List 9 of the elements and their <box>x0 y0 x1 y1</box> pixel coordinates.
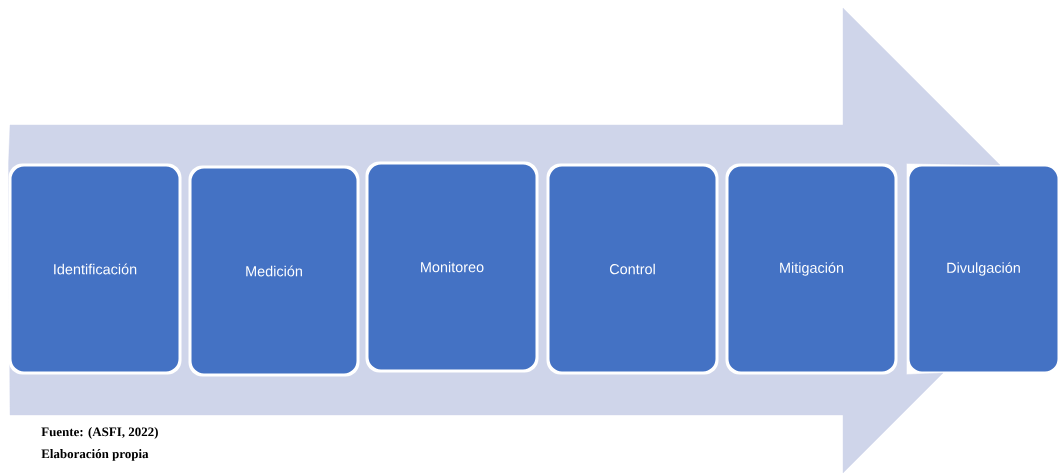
process-box: Mitigación <box>725 163 898 375</box>
block-arrow <box>8 7 1001 473</box>
source-note: Elaboración propia <box>41 449 149 461</box>
source-note: Fuente: (ASFI, 2022) <box>41 427 158 439</box>
process-box: Control <box>546 163 719 375</box>
process-box: Medición <box>188 165 360 377</box>
process-box: Divulgación <box>906 163 1061 375</box>
process-box: Monitoreo <box>365 161 539 373</box>
process-box: Identificación <box>8 163 182 375</box>
